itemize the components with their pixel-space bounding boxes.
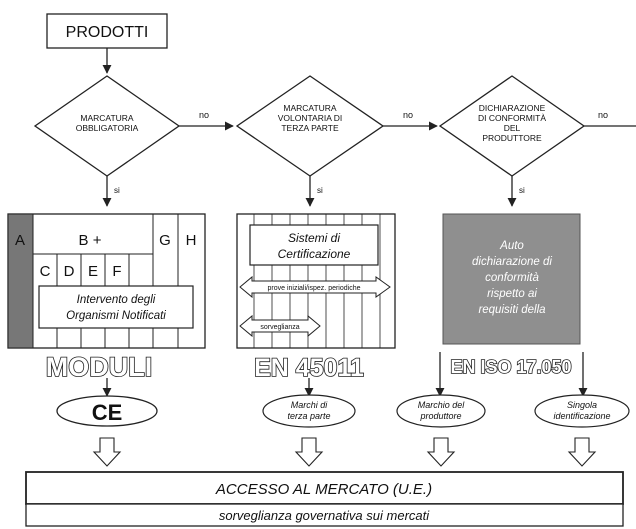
hollow-arrow-2 xyxy=(294,437,324,467)
en-45011-caption: EN 45011 xyxy=(254,354,364,382)
market-surveillance-box: sorveglianza governativa sui mercati xyxy=(25,503,624,527)
hollow-arrow-1 xyxy=(92,437,122,467)
yes-label-3: si xyxy=(519,186,525,195)
ce-mark: CE xyxy=(56,395,158,427)
decision-producer-declaration: DICHIARAZIONE DI CONFORMITÀ DEL PRODUTTO… xyxy=(438,75,586,177)
decision-3-line-4: PRODUTTORE xyxy=(482,133,542,143)
no-label-1: no xyxy=(199,110,209,120)
self-declaration-line-2: dichiarazione di xyxy=(472,256,552,268)
yes-label-1: si xyxy=(114,186,120,195)
ce-logo: CE xyxy=(92,400,123,425)
module-cell-b-plus: B + xyxy=(79,232,102,249)
decision-3-line-1: DICHIARAZIONE xyxy=(479,103,546,113)
decision-mandatory-marking: MARCATURA OBBLIGATORIA xyxy=(33,75,181,177)
tests-label: prove iniziali/ispez. periodiche xyxy=(268,285,361,292)
self-declaration-line-1: Auto xyxy=(499,240,524,252)
self-declaration-line-3: conformità xyxy=(485,272,539,284)
producer-mark: Marchio del produttore xyxy=(396,394,486,428)
module-cell-g: G xyxy=(159,232,171,249)
decision-2-line-1: MARCATURA xyxy=(283,103,337,113)
surveillance-label: sorveglianza xyxy=(260,324,299,331)
producer-line-2: produttore xyxy=(419,411,461,421)
certification-block: Sistemi di Certificazione prove iniziali… xyxy=(236,213,396,349)
module-cell-c: C xyxy=(40,263,51,280)
certification-title-line-2: Certificazione xyxy=(278,247,351,261)
yes-label-2: si xyxy=(317,186,323,195)
modules-caption: MODULI xyxy=(46,352,152,382)
notified-bodies-line-2: Organismi Notificati xyxy=(66,310,166,322)
market-access-box: ACCESSO AL MERCATO (U.E.) xyxy=(25,471,624,505)
single-line-1: Singola xyxy=(567,400,597,410)
third-party-line-1: Marchi di xyxy=(291,400,329,410)
decision-1-line-1: MARCATURA xyxy=(80,113,134,123)
self-declaration-block: Auto dichiarazione di conformità rispett… xyxy=(442,213,581,345)
tests-double-arrow xyxy=(239,275,391,299)
market-surveillance-label: sorveglianza governativa sui mercati xyxy=(219,508,430,523)
products-title: PRODOTTI xyxy=(66,24,149,41)
producer-line-1: Marchio del xyxy=(418,400,466,410)
certification-title-line-1: Sistemi di xyxy=(288,231,340,245)
decision-2-line-3: TERZA PARTE xyxy=(281,123,339,133)
single-line-2: identificazione xyxy=(553,411,610,421)
decision-2-line-2: VOLONTARIA DI xyxy=(278,113,343,123)
module-cell-h: H xyxy=(186,232,197,249)
third-party-marks: Marchi di terza parte xyxy=(262,394,356,428)
module-cell-f: F xyxy=(112,263,121,280)
modules-block: A B + G H C D E F Intervento degli Organ… xyxy=(7,213,206,349)
no-label-2: no xyxy=(403,110,413,120)
hollow-arrow-3 xyxy=(426,437,456,467)
no-label-3: no xyxy=(598,110,608,120)
self-declaration-line-4: rispetto ai xyxy=(487,288,537,300)
products-box: PRODOTTI xyxy=(46,13,168,49)
self-declaration-line-5: requisiti della xyxy=(478,304,545,316)
decision-1-line-2: OBBLIGATORIA xyxy=(76,123,139,133)
notified-bodies-line-1: Intervento degli xyxy=(77,294,156,306)
surveillance-double-arrow xyxy=(239,314,321,338)
decision-3-line-3: DEL xyxy=(504,123,521,133)
decision-3-line-2: DI CONFORMITÀ xyxy=(478,113,546,123)
en-iso-17050-caption: EN ISO 17.050 xyxy=(450,357,571,377)
decision-voluntary-third-party: MARCATURA VOLONTARIA DI TERZA PARTE xyxy=(235,75,385,177)
module-cell-d: D xyxy=(64,263,75,280)
market-access-label: ACCESSO AL MERCATO (U.E.) xyxy=(215,481,432,498)
module-cell-a: A xyxy=(15,232,25,249)
single-identification: Singola identificazione xyxy=(534,394,630,428)
third-party-line-2: terza parte xyxy=(287,411,330,421)
module-cell-e: E xyxy=(88,263,98,280)
hollow-arrow-4 xyxy=(567,437,597,467)
